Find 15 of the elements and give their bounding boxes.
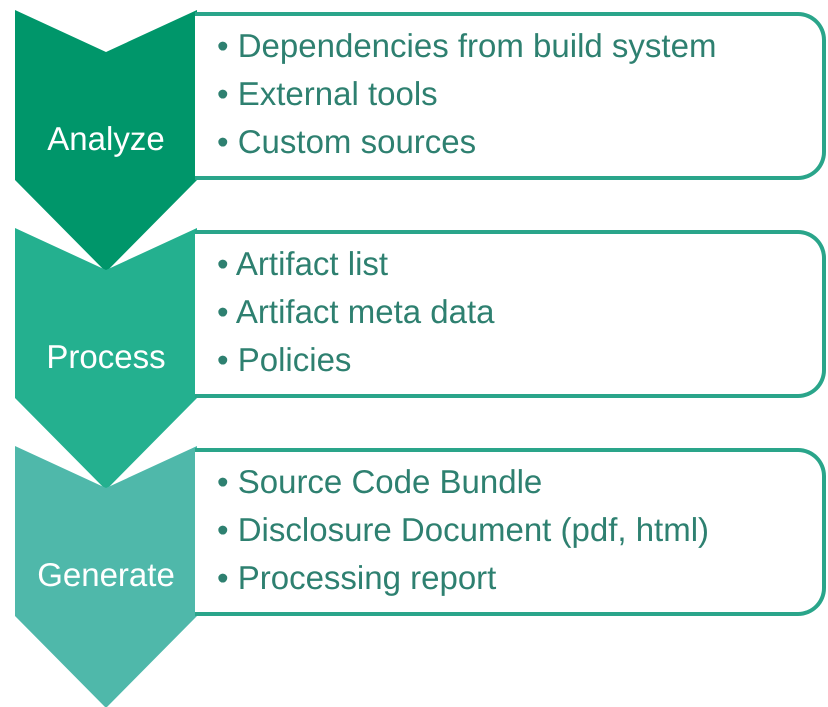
- stage-label: Analyze: [46, 120, 166, 158]
- content-panel: [195, 230, 826, 398]
- bullet-item: • Custom sources: [217, 122, 476, 162]
- bullet-item: • Policies: [217, 340, 352, 380]
- content-panel: [195, 448, 826, 616]
- bullet-item: • Disclosure Document (pdf, html): [217, 510, 710, 550]
- bullet-item: • Processing report: [217, 558, 496, 598]
- stage-label: Process: [45, 338, 167, 376]
- bullet-item: • Dependencies from build system: [217, 26, 716, 66]
- bullet-item: • Artifact list: [217, 244, 388, 284]
- bullet-item: • Source Code Bundle: [217, 462, 542, 502]
- bullet-item: • External tools: [217, 74, 438, 114]
- bullet-item: • Artifact meta data: [217, 292, 495, 332]
- content-panel: [195, 12, 826, 180]
- stage-label: Generate: [36, 556, 176, 594]
